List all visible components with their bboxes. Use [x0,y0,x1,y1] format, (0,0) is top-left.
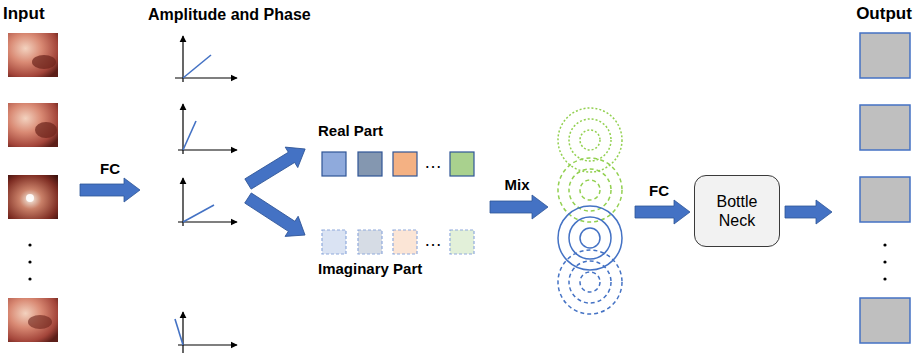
wave-rings [558,108,622,172]
wave-ring [580,130,600,150]
ellipsis-dot [883,277,886,280]
column-heading: Amplitude and Phase [148,6,311,24]
axis-line [178,149,237,150]
wave-ring [558,108,622,172]
column-heading: Output [856,4,912,24]
phase-vector [183,55,211,78]
frame-highlight [26,194,34,202]
feature-square [322,152,346,176]
output-square [860,105,910,150]
row-heading: Real Part [318,122,383,139]
wave-ring [569,119,611,161]
feature-square [393,152,417,176]
wave-ring [580,180,600,200]
axis-line [182,312,183,353]
feature-square [358,152,382,176]
phase-vector [183,121,196,150]
wave-ring [558,158,622,222]
wave-rings [558,158,622,222]
arrow-label: FC [100,160,120,177]
output-square [860,177,910,222]
arrow-label: FC [649,182,669,199]
block-arrow [635,200,690,224]
feature-square [358,230,382,254]
axis-line [182,36,183,82]
block-arrow [785,200,832,224]
endoscopy-frame [8,103,58,147]
axis-line [178,221,237,222]
frame-shade [28,315,52,329]
wave-ring [580,228,600,248]
block-arrow [80,178,140,202]
arrow-label: Mix [504,176,529,193]
phase-vector [175,319,183,345]
block-arrow [242,139,312,194]
ellipsis: … [424,230,442,251]
phase-vector [183,205,214,222]
column-heading: Input [3,4,45,24]
imaginary-part-row [322,230,474,254]
phase-vectors [175,55,214,345]
wave-ring [569,169,611,211]
wave-ring [569,261,611,303]
output-square [860,33,910,78]
feature-square [393,230,417,254]
process-box: Bottle Neck [694,175,780,247]
row-heading: Imaginary Part [318,260,422,277]
axis-line [182,104,183,154]
feature-square [322,230,346,254]
wave-rings [558,250,622,314]
endoscopy-frame [8,33,58,77]
frame-shade [32,55,56,69]
endoscopy-frame [8,175,58,219]
input-frames [8,33,58,342]
block-arrow [241,188,311,245]
block-arrow [490,195,548,219]
axis-icons [175,36,237,353]
output-frames [860,33,910,343]
mixed-waves [558,108,622,314]
wave-ring [558,250,622,314]
ellipsis-dot [883,260,886,263]
output-ellipsis [883,243,886,280]
node-label: Bottle Neck [701,192,773,230]
feature-square [450,152,474,176]
wave-ring [569,217,611,259]
ellipsis-dot [883,243,886,246]
ellipsis-dot [28,260,31,263]
frame-shade [35,122,57,138]
ellipsis-dot [28,277,31,280]
wave-ring [580,272,600,292]
output-square [860,298,910,343]
axis-line [182,178,183,226]
ellipsis-dot [28,243,31,246]
feature-square [450,230,474,254]
ellipsis: … [424,152,442,173]
endoscopy-frame [8,298,58,342]
real-part-row [322,152,474,176]
axis-line [178,344,237,345]
